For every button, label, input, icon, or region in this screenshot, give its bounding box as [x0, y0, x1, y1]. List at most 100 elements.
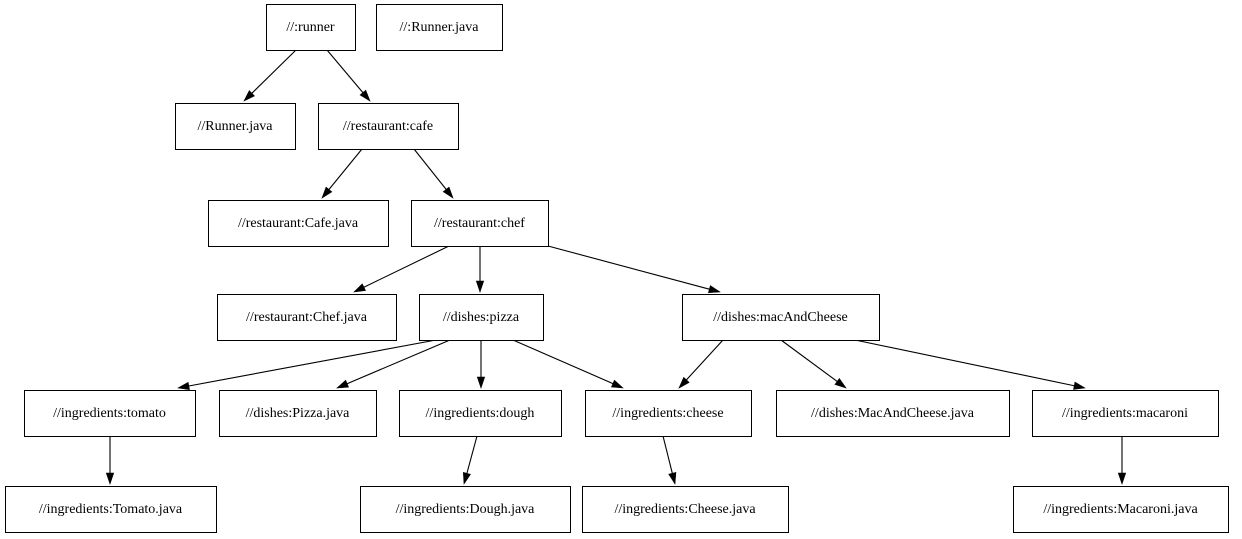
edge-line	[466, 435, 478, 474]
edge-dishes_pizza-to-ing_dough	[476, 340, 486, 389]
edge-line	[346, 339, 451, 385]
node-dough_java[interactable]: //ingredients:Dough.java	[360, 486, 571, 533]
node-label: //ingredients:Macaroni.java	[1043, 502, 1198, 517]
node-box[interactable]	[411, 200, 549, 247]
edge-line	[780, 339, 838, 382]
edge-arrowhead	[708, 285, 721, 294]
edge-line	[188, 339, 437, 387]
node-box[interactable]	[24, 390, 196, 437]
node-runner[interactable]: //:runner	[266, 4, 356, 51]
node-box[interactable]	[376, 4, 503, 51]
edge-arrowhead	[1073, 381, 1086, 390]
node-box[interactable]	[399, 390, 562, 437]
node-label: //ingredients:tomato	[53, 406, 166, 421]
node-ing_tomato[interactable]: //ingredients:tomato	[24, 390, 196, 437]
edge-ing_macaroni-to-macaroni_java	[1117, 436, 1127, 485]
node-label: //:runner	[286, 20, 335, 35]
edge-restaurant_cafe-to-cafe_java	[321, 148, 363, 199]
edge-dishes_pizza-to-pizza_java	[336, 339, 451, 389]
node-ing_dough[interactable]: //ingredients:dough	[399, 390, 562, 437]
node-runner_java[interactable]: //Runner.java	[175, 103, 296, 150]
edge-restaurant_chef-to-dishes_mac	[547, 245, 721, 294]
node-label: //restaurant:cafe	[343, 119, 433, 134]
node-restaurant_chef[interactable]: //restaurant:chef	[411, 200, 549, 247]
edges-layer	[105, 49, 1127, 485]
edge-line	[328, 148, 363, 190]
node-box[interactable]	[360, 486, 571, 533]
edge-arrowhead	[610, 379, 624, 389]
node-label: //dishes:Pizza.java	[246, 406, 351, 421]
edge-restaurant_cafe-to-restaurant_chef	[413, 148, 454, 199]
node-label: //restaurant:Cafe.java	[238, 216, 359, 231]
edge-line	[547, 245, 710, 290]
node-box[interactable]	[5, 486, 217, 533]
node-cafe_java[interactable]: //restaurant:Cafe.java	[208, 200, 389, 247]
edge-dishes_mac-to-ing_cheese	[678, 339, 724, 389]
node-label: //restaurant:Chef.java	[246, 310, 368, 325]
node-ing_cheese[interactable]: //ingredients:cheese	[585, 390, 752, 437]
node-box[interactable]	[219, 390, 377, 437]
edge-arrowhead	[105, 472, 115, 485]
edge-ing_cheese-to-cheese_java	[662, 435, 677, 485]
node-box[interactable]	[585, 390, 752, 437]
node-label: //ingredients:Tomato.java	[39, 502, 183, 517]
node-macaroni_java[interactable]: //ingredients:Macaroni.java	[1013, 486, 1229, 533]
edge-dishes_mac-to-ing_macaroni	[854, 339, 1086, 390]
edge-line	[326, 49, 364, 93]
node-label: //:Runner.java	[400, 20, 480, 35]
node-pizza_java[interactable]: //dishes:Pizza.java	[219, 390, 377, 437]
edge-arrowhead	[1117, 472, 1127, 485]
node-box[interactable]	[208, 200, 389, 247]
node-box[interactable]	[582, 486, 789, 533]
edge-line	[662, 435, 673, 474]
edge-runner-to-runner_java	[243, 49, 297, 102]
edge-dishes_pizza-to-ing_cheese	[512, 339, 624, 389]
node-runner_java_root[interactable]: //:Runner.java	[376, 4, 503, 51]
node-box[interactable]	[682, 294, 880, 341]
edge-arrowhead	[475, 280, 485, 293]
edge-dishes_pizza-to-ing_tomato	[177, 339, 437, 390]
node-mac_java[interactable]: //dishes:MacAndCheese.java	[776, 390, 1010, 437]
edge-restaurant_chef-to-dishes_pizza	[475, 246, 485, 293]
edge-restaurant_chef-to-chef_java	[353, 245, 450, 293]
node-box[interactable]	[318, 103, 459, 150]
edge-arrowhead	[336, 379, 350, 389]
node-label: //ingredients:dough	[426, 406, 535, 421]
node-box[interactable]	[1013, 486, 1229, 533]
edge-line	[686, 339, 724, 381]
edge-runner-to-restaurant_cafe	[326, 49, 371, 102]
edge-line	[363, 245, 450, 288]
edge-arrowhead	[359, 89, 371, 102]
node-box[interactable]	[1032, 390, 1219, 437]
node-dishes_mac[interactable]: //dishes:macAndCheese	[682, 294, 880, 341]
edge-line	[512, 339, 614, 385]
edge-line	[413, 148, 447, 190]
edge-arrowhead	[476, 376, 486, 389]
node-cheese_java[interactable]: //ingredients:Cheese.java	[582, 486, 789, 533]
edge-line	[251, 49, 297, 94]
node-box[interactable]	[266, 4, 356, 51]
node-label: //restaurant:chef	[434, 216, 525, 231]
edge-arrowhead	[353, 283, 366, 293]
node-label: //dishes:macAndCheese	[713, 310, 848, 325]
edge-ing_dough-to-dough_java	[462, 435, 478, 485]
edge-dishes_mac-to-mac_java	[780, 339, 847, 389]
node-label: //dishes:pizza	[443, 310, 520, 325]
node-box[interactable]	[419, 294, 544, 341]
node-label: //ingredients:Cheese.java	[614, 502, 756, 517]
node-box[interactable]	[776, 390, 1010, 437]
node-box[interactable]	[175, 103, 296, 150]
edge-line	[854, 339, 1075, 387]
edge-arrowhead	[834, 377, 847, 389]
node-tomato_java[interactable]: //ingredients:Tomato.java	[5, 486, 217, 533]
edge-ing_tomato-to-tomato_java	[105, 436, 115, 485]
node-ing_macaroni[interactable]: //ingredients:macaroni	[1032, 390, 1219, 437]
edge-arrowhead	[177, 381, 190, 390]
edge-arrowhead	[678, 376, 690, 389]
node-chef_java[interactable]: //restaurant:Chef.java	[217, 294, 397, 341]
node-box[interactable]	[217, 294, 397, 341]
node-dishes_pizza[interactable]: //dishes:pizza	[419, 294, 544, 341]
node-restaurant_cafe[interactable]: //restaurant:cafe	[318, 103, 459, 150]
node-label: //Runner.java	[197, 119, 273, 134]
